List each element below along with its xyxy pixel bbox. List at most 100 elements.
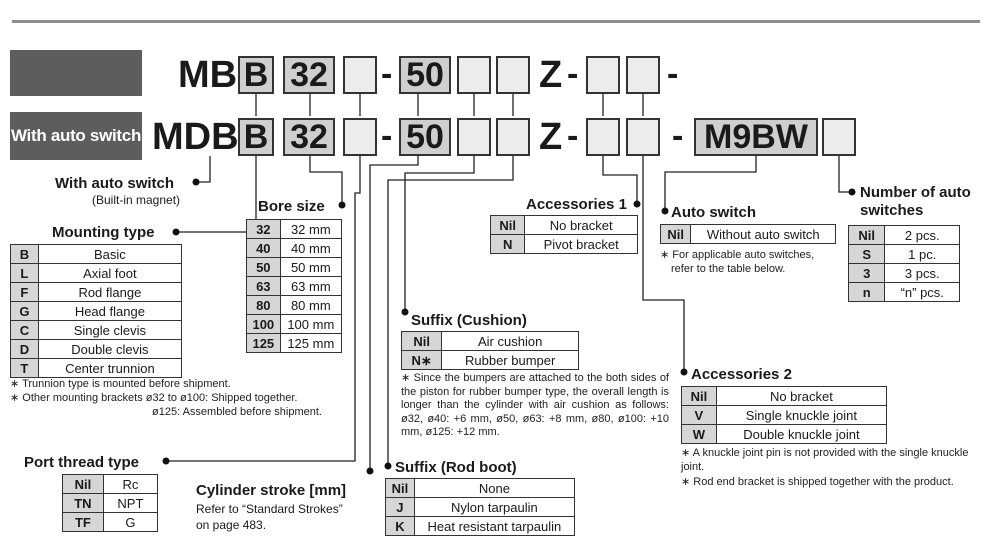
port-thread-title: Port thread type	[24, 454, 140, 471]
with-auto-switch-subtitle: (Built-in magnet)	[92, 193, 181, 207]
mounting-type-description: Rod flange	[37, 282, 183, 302]
accessories-2-note-1: ∗ A knuckle joint pin is not provided wi…	[681, 447, 969, 473]
mounting-type-title: Mounting type	[52, 224, 155, 241]
suffix-cushion-title: Suffix (Cushion)	[411, 312, 527, 329]
number-switches-code: 3	[847, 263, 886, 283]
bore-size-description: 32 mm	[279, 219, 343, 239]
suffix-rod-boot-code: Nil	[385, 478, 415, 498]
mounting-type-description: Center trunnion	[37, 358, 183, 378]
row1-cushion-box	[457, 56, 491, 94]
auto-switch-title: Auto switch	[671, 204, 756, 221]
row1-prefix: MB	[178, 54, 238, 96]
suffix-cushion-code: Nil	[400, 331, 443, 351]
row2-acc1-box	[586, 118, 620, 156]
suffix-cushion-description: Rubber bumper	[441, 350, 579, 370]
accessories-1-description: Pivot bracket	[524, 234, 638, 254]
row1-boot-box	[496, 56, 530, 94]
row1-type-box: B	[238, 56, 274, 94]
accessories-2-code: W	[681, 424, 717, 444]
mounting-type-code: T	[10, 358, 39, 378]
row2-port-box	[343, 118, 377, 156]
mounting-type-code: G	[10, 301, 39, 321]
row2-type-box: B	[238, 118, 274, 156]
accessories-1-description: No bracket	[524, 215, 638, 235]
mounting-note-1: ∗ Trunnion type is mounted before shipme…	[10, 378, 231, 390]
port-thread-code: TN	[62, 493, 104, 513]
mounting-type-description: Basic	[37, 244, 183, 264]
row1-stroke-box: 50	[399, 56, 451, 94]
bore-size-description: 40 mm	[279, 238, 343, 258]
auto-switch-code: Nil	[659, 224, 692, 244]
accessories-2-code: Nil	[681, 386, 717, 406]
port-thread-description: NPT	[102, 493, 159, 513]
mounting-type-code: D	[10, 339, 39, 359]
suffix-cushion-note: ∗ Since the bumpers are attached to the …	[401, 372, 669, 438]
suffix-rod-boot-description: None	[413, 478, 576, 498]
accessories-1-title: Accessories 1	[526, 196, 627, 213]
top-rule	[12, 20, 980, 23]
auto-switch-description: Without auto switch	[690, 224, 836, 244]
mounting-type-code: B	[10, 244, 39, 264]
suffix-cushion-code: N∗	[400, 350, 443, 370]
number-switches-code: S	[847, 244, 886, 264]
suffix-rod-boot-description: Heat resistant tarpaulin	[413, 516, 576, 536]
suffix-cushion-row: N∗Rubber bumper	[400, 350, 579, 370]
bore-size-code: 32	[246, 219, 281, 239]
row1-bore-box: 32	[283, 56, 335, 94]
row2-number-box	[822, 118, 856, 156]
bore-size-code: 125	[246, 333, 281, 353]
bore-size-description: 63 mm	[279, 276, 343, 296]
row2-dash2: -	[567, 117, 579, 155]
row2-prefix: MDB	[152, 116, 239, 158]
suffix-rod-boot-code: J	[385, 497, 415, 517]
suffix-rod-boot-title: Suffix (Rod boot)	[395, 459, 517, 476]
row1-acc1-box	[586, 56, 620, 94]
port-thread-code: Nil	[62, 474, 104, 494]
auto-switch-note-1: ∗ For applicable auto switches,	[660, 249, 815, 261]
bore-size-title: Bore size	[258, 198, 325, 215]
row1-dash3: -	[667, 55, 679, 93]
cylinder-stroke-note-2: on page 483.	[196, 518, 267, 532]
suffix-rod-boot-description: Nylon tarpaulin	[413, 497, 576, 517]
cylinder-stroke-note-1: Refer to “Standard Strokes”	[196, 502, 343, 516]
row2-acc2-box	[626, 118, 660, 156]
number-switches-description: 3 pcs.	[884, 263, 960, 283]
number-switches-row: n“n” pcs.	[847, 282, 960, 302]
row2-boot-box	[496, 118, 530, 156]
row2-z: Z	[539, 116, 563, 158]
number-switches-title-2: switches	[860, 202, 924, 219]
suffix-rod-boot-code: K	[385, 516, 415, 536]
bore-size-description: 125 mm	[279, 333, 343, 353]
bore-size-code: 40	[246, 238, 281, 258]
mounting-type-description: Double clevis	[37, 339, 183, 359]
row2-dash3: -	[672, 117, 684, 155]
auto-switch-badge: With auto switch	[10, 112, 142, 160]
accessories-1-code: N	[489, 234, 526, 254]
mounting-type-code: F	[10, 282, 39, 302]
row2-stroke-box: 50	[399, 118, 451, 156]
